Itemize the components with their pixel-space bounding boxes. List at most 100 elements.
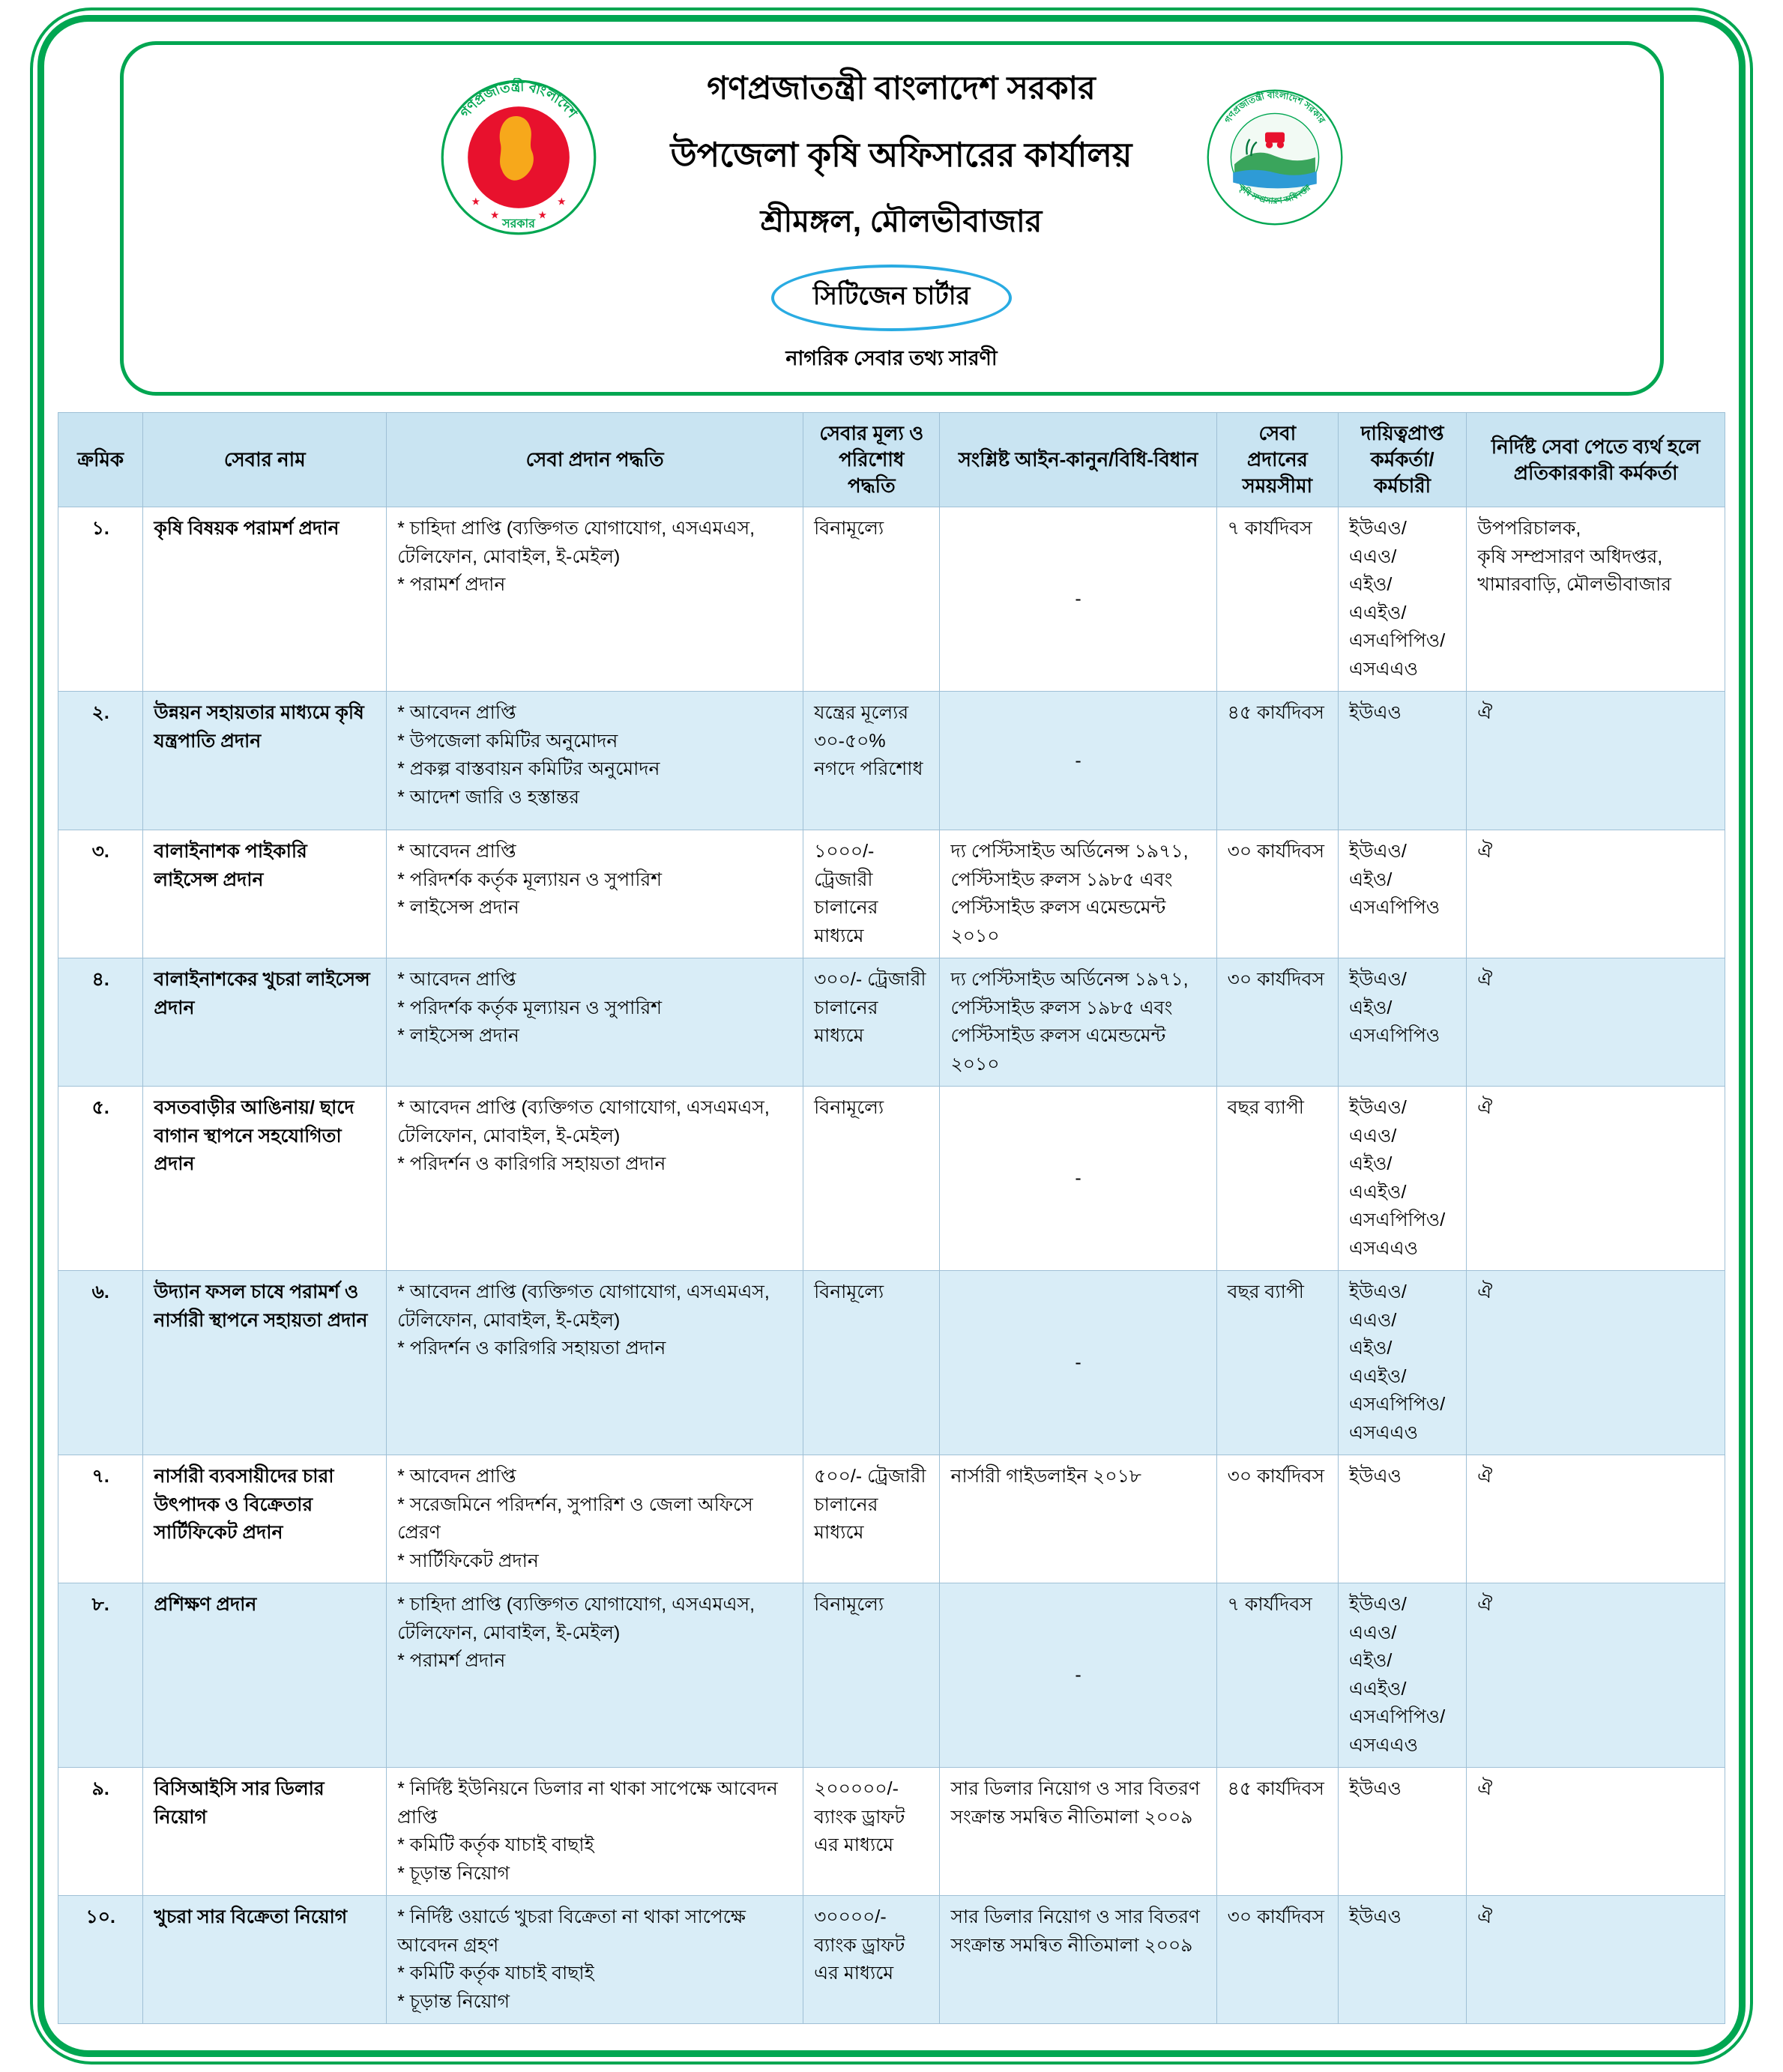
cell-remedy: ঐ: [1466, 1895, 1725, 2025]
table-header-row: ক্রমিক সেবার নাম সেবা প্রদান পদ্ধতি সেবা…: [57, 411, 1725, 508]
cell-time: বছর ব্যাপী: [1216, 1086, 1339, 1272]
table-subtitle: নাগরিক সেবার তথ্য সারণী: [785, 347, 998, 369]
table-row: ৩. বালাইনাশক পাইকারি লাইসেন্স প্রদান * আ…: [57, 830, 1725, 959]
header-panel: গণপ্রজাতন্ত্রী বাংলাদেশ সরকার ★ ★ ★ ★ গণ…: [119, 41, 1664, 396]
cell-service: বিসিআইসি সার ডিলার নিয়োগ: [142, 1767, 387, 1897]
dae-field-shape: [1234, 152, 1315, 175]
cell-time: বছর ব্যাপী: [1216, 1270, 1339, 1456]
seal-bottom-text: সরকার: [501, 217, 536, 230]
table-row: ৬. উদ্যান ফসল চাষে পরামর্শ ও নার্সারী স্…: [57, 1270, 1725, 1456]
table-row: ৭. নার্সারী ব্যবসায়ীদের চারা উৎপাদক ও ব…: [57, 1455, 1725, 1584]
cell-serial: ১০.: [57, 1895, 144, 2025]
cell-time: ৭ কার্যদিবস: [1216, 507, 1339, 692]
cell-serial: ২.: [57, 691, 144, 831]
col-header-remedy: নির্দিষ্ট সেবা পেতে ব্যর্থ হলে প্রতিকারক…: [1466, 411, 1725, 508]
page-frame-inner: গণপ্রজাতন্ত্রী বাংলাদেশ সরকার ★ ★ ★ ★ গণ…: [37, 15, 1746, 2057]
cell-time: ৩০ কার্যদিবস: [1216, 1895, 1339, 2025]
cell-remedy: ঐ: [1466, 1270, 1725, 1456]
cell-time: ৩০ কার্যদিবস: [1216, 1455, 1339, 1584]
cell-serial: ৯.: [57, 1767, 144, 1897]
col-header-fee: সেবার মূল্য ও পরিশোধ পদ্ধতি: [803, 411, 941, 508]
cell-fee: ২০০০০০/- ব্যাংক ড্রাফট এর মাধ্যমে: [803, 1767, 941, 1897]
cell-method: * আবেদন প্রাপ্তি * পরিদর্শক কর্তৃক মূল্য…: [386, 830, 804, 959]
citizen-charter-table: ক্রমিক সেবার নাম সেবা প্রদান পদ্ধতি সেবা…: [57, 411, 1725, 2025]
dae-harvester-wheel: [1276, 141, 1284, 148]
cell-service: বালাইনাশকের খুচরা লাইসেন্স প্রদান: [142, 958, 387, 1087]
col-header-officer: দায়িত্বপ্রাপ্ত কর্মকর্তা/কর্মচারী: [1337, 411, 1467, 508]
cell-method: * আবেদন প্রাপ্তি * উপজেলা কমিটির অনুমোদন…: [386, 691, 804, 831]
cell-serial: ৭.: [57, 1455, 144, 1584]
cell-method: * চাহিদা প্রাপ্তি (ব্যক্তিগত যোগাযোগ, এস…: [386, 507, 804, 692]
header-row: গণপ্রজাতন্ত্রী বাংলাদেশ সরকার ★ ★ ★ ★ গণ…: [154, 64, 1630, 250]
cell-officer: ইউএও: [1337, 691, 1467, 831]
table-row: ১০. খুচরা সার বিক্রেতা নিয়োগ * নির্দিষ্…: [57, 1895, 1725, 2025]
cell-service: কৃষি বিষয়ক পরামর্শ প্রদান: [142, 507, 387, 692]
cell-remedy: ঐ: [1466, 958, 1725, 1087]
cell-officer: ইউএও: [1337, 1895, 1467, 2025]
table-row: ৪. বালাইনাশকের খুচরা লাইসেন্স প্রদান * আ…: [57, 958, 1725, 1087]
cell-officer: ইউএও/ এএও/ এইও/ এএইও/ এসএপিপিও/ এসএএও: [1337, 507, 1467, 692]
govt-title: গণপ্রজাতন্ত্রী বাংলাদেশ সরকার: [707, 70, 1096, 106]
cell-officer: ইউএও/ এইও/ এসএপিপিও: [1337, 958, 1467, 1087]
cell-law: -: [939, 1270, 1217, 1456]
govt-seal-logo: গণপ্রজাতন্ত্রী বাংলাদেশ সরকার ★ ★ ★ ★: [441, 78, 596, 235]
citizen-charter-badge: সিটিজেন চার্টার: [770, 265, 1013, 331]
table-row: ৮. প্রশিক্ষণ প্রদান * চাহিদা প্রাপ্তি (ব…: [57, 1583, 1725, 1769]
cell-serial: ১.: [57, 507, 144, 692]
cell-remedy: ঐ: [1466, 1583, 1725, 1769]
cell-remedy: ঐ: [1466, 691, 1725, 831]
cell-service: নার্সারী ব্যবসায়ীদের চারা উৎপাদক ও বিক্…: [142, 1455, 387, 1584]
cell-remedy: ঐ: [1466, 1455, 1725, 1584]
cell-officer: ইউএও/ এএও/ এইও/ এএইও/ এসএপিপিও/ এসএএও: [1337, 1270, 1467, 1456]
cell-serial: ৪.: [57, 958, 144, 1087]
dae-water-shape: [1232, 169, 1317, 188]
col-header-service: সেবার নাম: [142, 411, 387, 508]
cell-officer: ইউএও/ এএও/ এইও/ এএইও/ এসএপিপিও/ এসএএও: [1337, 1583, 1467, 1769]
cell-law: -: [939, 691, 1217, 831]
seal-star-icon: ★: [557, 196, 566, 207]
cell-service: প্রশিক্ষণ প্রদান: [142, 1583, 387, 1769]
col-header-time: সেবা প্রদানের সময়সীমা: [1216, 411, 1339, 508]
cell-method: * নির্দিষ্ট ইউনিয়নে ডিলার না থাকা সাপেক…: [386, 1767, 804, 1897]
dae-harvester-wheel: [1265, 141, 1273, 148]
table-row: ২. উন্নয়ন সহায়তার মাধ্যমে কৃষি যন্ত্রপ…: [57, 691, 1725, 831]
cell-fee: বিনামূল্যে: [803, 1086, 941, 1272]
cell-fee: বিনামূল্যে: [803, 1270, 941, 1456]
cell-method: * নির্দিষ্ট ওয়ার্ডে খুচরা বিক্রেতা না থ…: [386, 1895, 804, 2025]
cell-method: * আবেদন প্রাপ্তি * সরেজমিনে পরিদর্শন, সু…: [386, 1455, 804, 1584]
cell-law: -: [939, 1086, 1217, 1272]
table-row: ১. কৃষি বিষয়ক পরামর্শ প্রদান * চাহিদা প…: [57, 507, 1725, 692]
page-frame: গণপ্রজাতন্ত্রী বাংলাদেশ সরকার ★ ★ ★ ★ গণ…: [30, 7, 1753, 2065]
cell-serial: ৩.: [57, 830, 144, 959]
dae-harvester-shape: [1264, 132, 1285, 142]
cell-time: ৭ কার্যদিবস: [1216, 1583, 1339, 1769]
cell-method: * চাহিদা প্রাপ্তি (ব্যক্তিগত যোগাযোগ, এস…: [386, 1583, 804, 1769]
seal-star-icon: ★: [490, 209, 499, 220]
table-row: ৫. বসতবাড়ীর আঙিনায়/ ছাদে বাগান স্থাপনে…: [57, 1086, 1725, 1272]
cell-time: ৩০ কার্যদিবস: [1216, 958, 1339, 1087]
cell-fee: যন্ত্রের মূল্যের ৩০-৫০% নগদে পরিশোধ: [803, 691, 941, 831]
cell-serial: ৮.: [57, 1583, 144, 1769]
col-header-method: সেবা প্রদান পদ্ধতি: [386, 411, 804, 508]
dae-plant-stalks: [1245, 138, 1258, 156]
cell-law: নার্সারী গাইডলাইন ২০১৮: [939, 1455, 1217, 1584]
cell-fee: বিনামূল্যে: [803, 1583, 941, 1769]
col-header-law: সংশ্লিষ্ট আইন-কানুন/বিধি-বিধান: [939, 411, 1217, 508]
cell-fee: ৩০০/- ট্রেজারী চালানের মাধ্যমে: [803, 958, 941, 1087]
cell-time: ৪৫ কার্যদিবস: [1216, 691, 1339, 831]
service-table-body: ১. কৃষি বিষয়ক পরামর্শ প্রদান * চাহিদা প…: [57, 507, 1725, 2025]
office-location: শ্রীমঙ্গল, মৌলভীবাজার: [760, 204, 1043, 238]
cell-remedy: ঐ: [1466, 830, 1725, 959]
cell-serial: ৬.: [57, 1270, 144, 1456]
cell-law: সার ডিলার নিয়োগ ও সার বিতরণ সংক্রান্ত স…: [939, 1767, 1217, 1897]
cell-method: * আবেদন প্রাপ্তি * পরিদর্শক কর্তৃক মূল্য…: [386, 958, 804, 1087]
cell-officer: ইউএও/ এইও/ এসএপিপিও: [1337, 830, 1467, 959]
cell-service: উদ্যান ফসল চাষে পরামর্শ ও নার্সারী স্থাপ…: [142, 1270, 387, 1456]
table-row: ৯. বিসিআইসি সার ডিলার নিয়োগ * নির্দিষ্ট…: [57, 1767, 1725, 1897]
cell-remedy: উপপরিচালক, কৃষি সম্প্রসারণ অধিদপ্তর, খাম…: [1466, 507, 1725, 692]
cell-time: ৩০ কার্যদিবস: [1216, 830, 1339, 959]
cell-service: বসতবাড়ীর আঙিনায়/ ছাদে বাগান স্থাপনে সহ…: [142, 1086, 387, 1272]
cell-law: -: [939, 507, 1217, 692]
cell-fee: ৩০০০০/- ব্যাংক ড্রাফট এর মাধ্যমে: [803, 1895, 941, 2025]
cell-officer: ইউএও/ এএও/ এইও/ এএইও/ এসএপিপিও/ এসএএও: [1337, 1086, 1467, 1272]
